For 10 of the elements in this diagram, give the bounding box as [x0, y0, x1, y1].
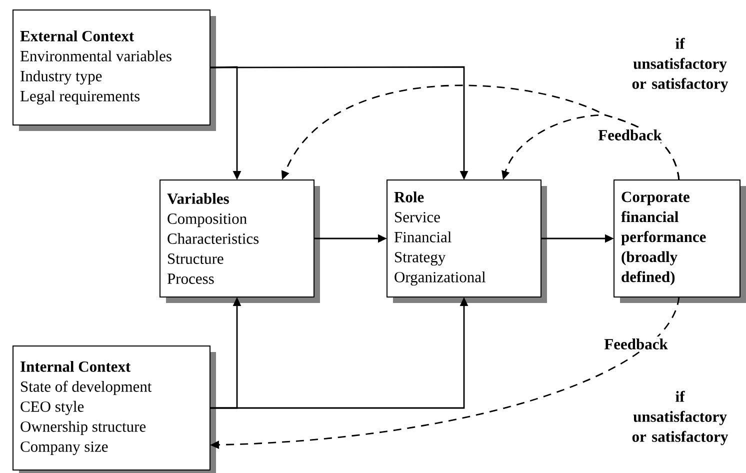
condition-note: if unsatisfactory or satisfactory [632, 390, 728, 446]
edge-label: Feedback [602, 336, 670, 352]
process-box: External Context Environmental variables Industry type Legal requirements [12, 10, 216, 131]
process-box: Role Service Financial Strategy Organizational [386, 180, 547, 303]
process-box: Corporate financial performance (broadly defined) [614, 180, 746, 303]
process-box: Variables Composition Characteristics Structure Process [160, 180, 320, 303]
edge-label: Feedback [596, 128, 664, 142]
arrow [502, 114, 680, 180]
process-box: Internal Context State of development CEO style Ownership structure Company size [12, 346, 216, 473]
condition-note: if unsatisfactory or satisfactory [632, 38, 728, 92]
